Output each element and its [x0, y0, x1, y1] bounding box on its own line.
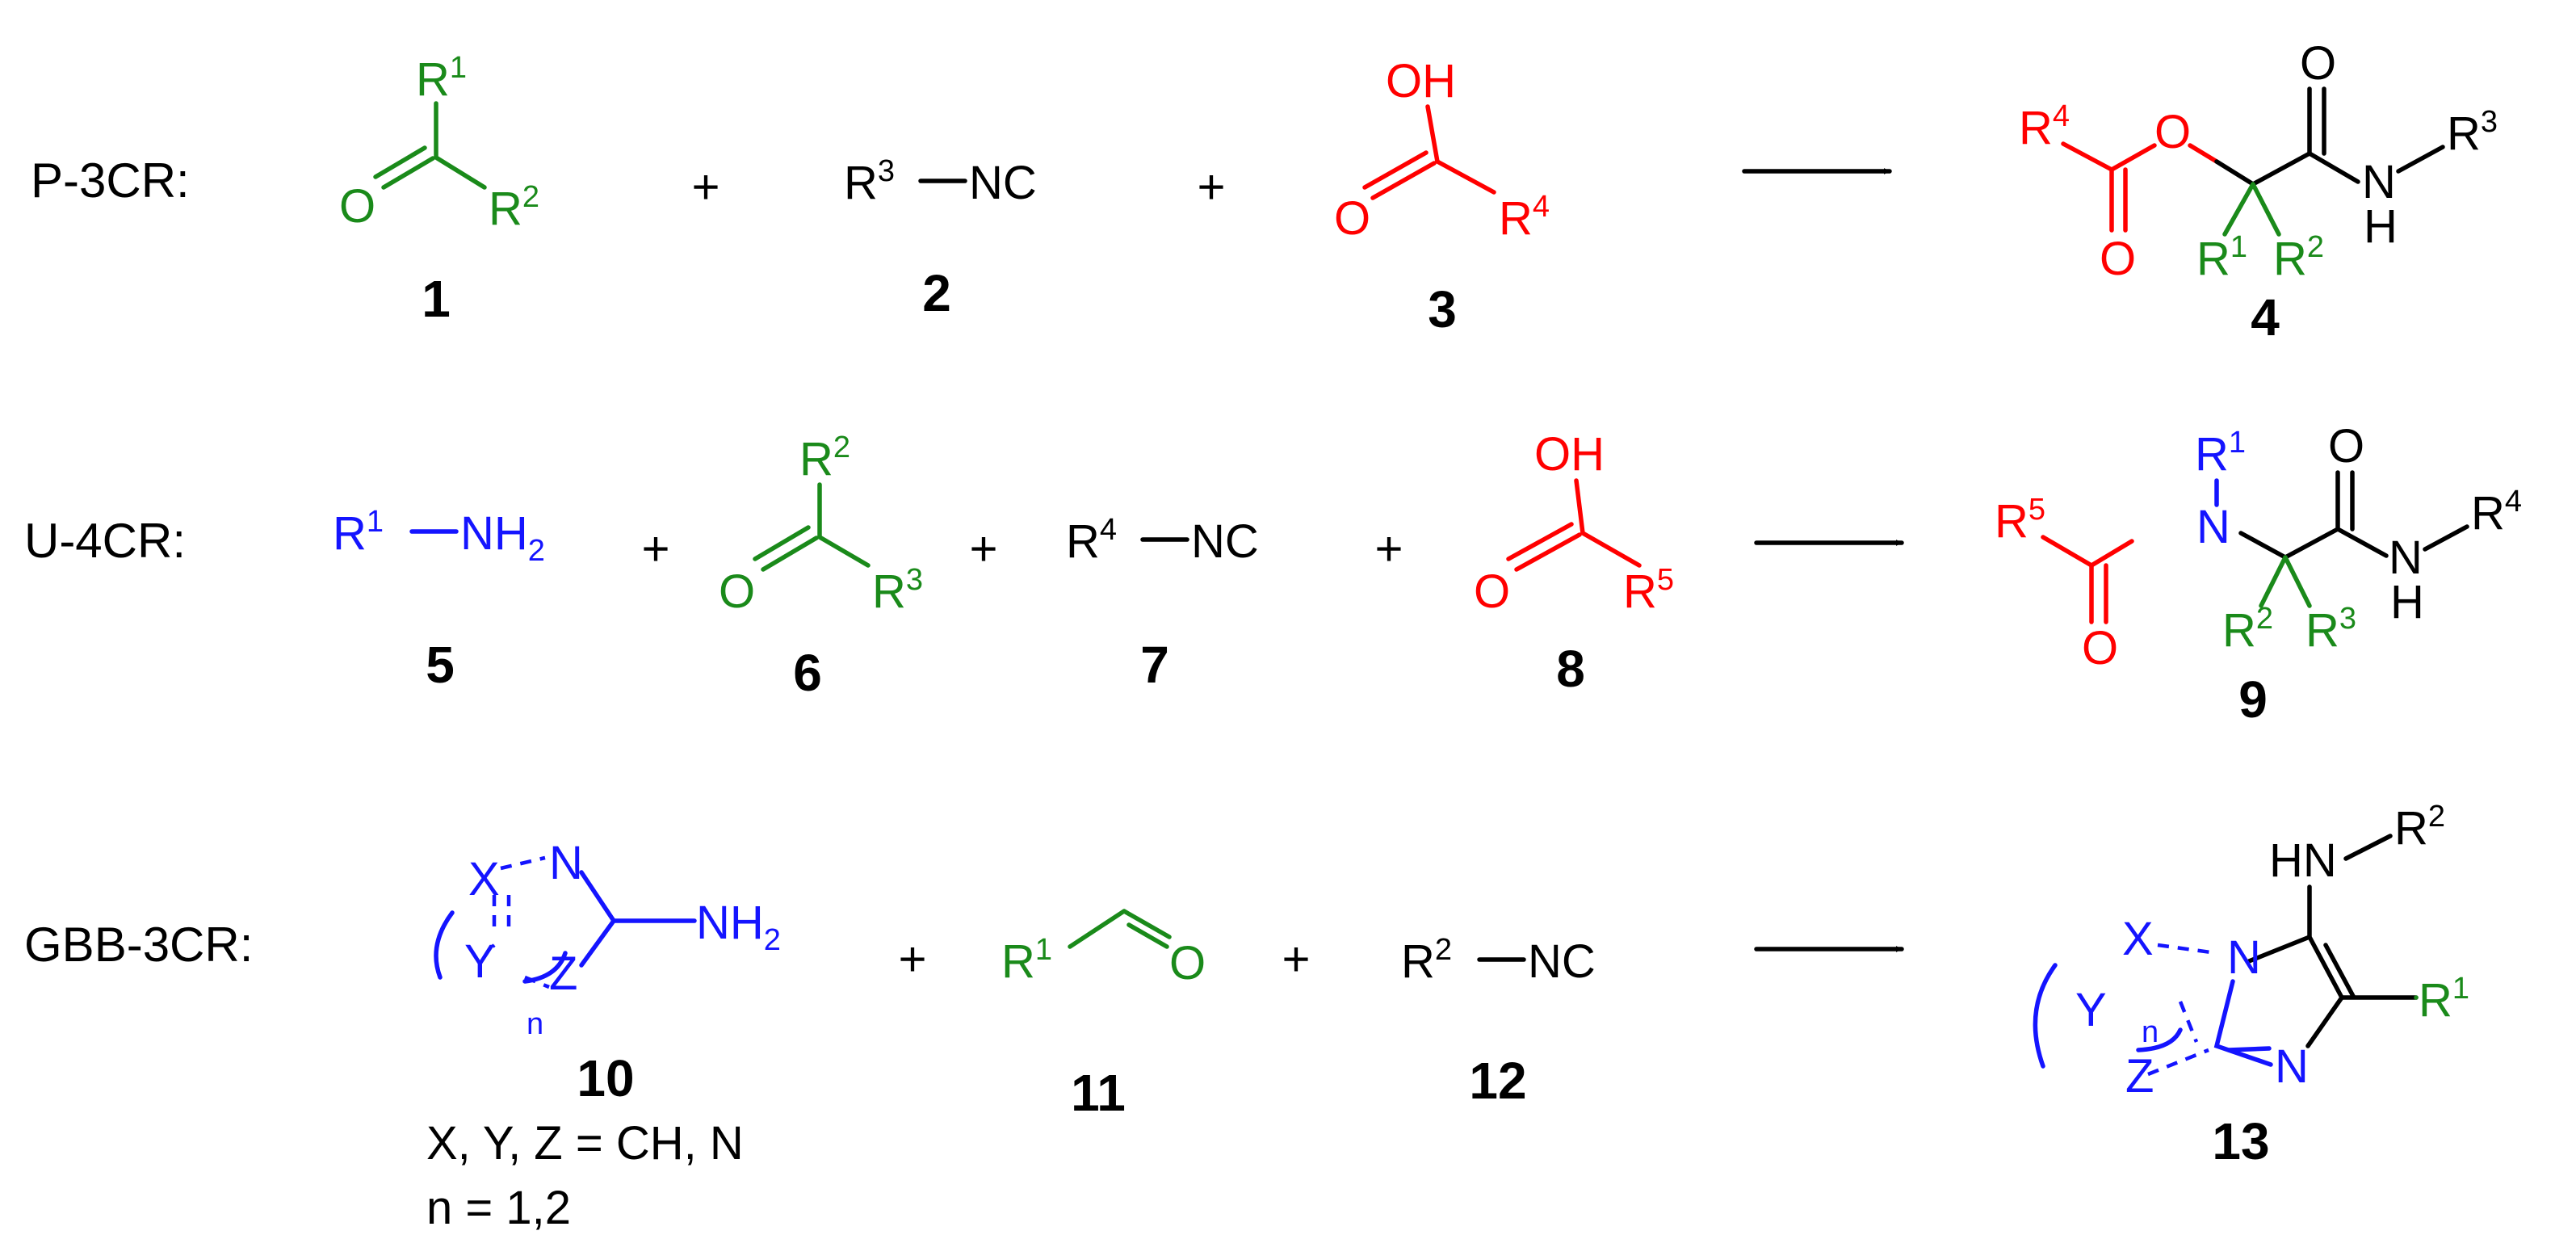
atom-r5: R5: [1995, 493, 2045, 548]
plus-sign: +: [691, 160, 720, 214]
atom-r4: R4: [2471, 485, 2522, 540]
compound-label-10: 10: [577, 1049, 634, 1107]
atom-y: Y: [2075, 984, 2107, 1036]
atom-n: N: [2196, 501, 2230, 553]
compound-label-4: 4: [2251, 288, 2280, 347]
atom-oxygen: O: [719, 565, 755, 618]
plus-sign: +: [969, 522, 997, 576]
ring-size-note: n = 1,2: [426, 1182, 571, 1234]
atom-r1: R1: [416, 51, 467, 106]
compound-label-6: 6: [793, 644, 822, 702]
compound-12: R2 NC: [1401, 933, 1596, 988]
atom-r1: R1: [2195, 426, 2246, 481]
atom-oxygen: O: [1169, 937, 1206, 989]
atom-n-ring: N: [2275, 1040, 2309, 1093]
compound-label-3: 3: [1428, 280, 1457, 338]
atom-r1: R1: [2196, 230, 2247, 285]
atom-r4: R4: [1499, 190, 1550, 245]
compound-label-11: 11: [1071, 1064, 1126, 1122]
atom-h: H: [2364, 200, 2398, 253]
compound-5: R1 NH2: [333, 505, 545, 568]
reaction-label-u4cr: U-4CR:: [24, 514, 186, 568]
atom-r1: R1: [333, 505, 384, 560]
compound-3: OH O R4: [1334, 55, 1550, 245]
compound-label-2: 2: [922, 264, 951, 322]
compound-label-5: 5: [426, 636, 455, 694]
atom-nc: NC: [1191, 515, 1259, 568]
atom-h: H: [2390, 576, 2424, 628]
atom-o-amide: O: [2300, 37, 2336, 90]
atom-r2: R2: [2394, 800, 2445, 855]
compound-label-8: 8: [1556, 640, 1585, 698]
plus-sign: +: [1374, 522, 1403, 576]
atom-n: N: [549, 837, 583, 889]
atom-z: Z: [2125, 1050, 2154, 1103]
plus-sign: +: [898, 932, 926, 986]
compound-label-13: 13: [2212, 1112, 2269, 1170]
compound-1: R1 O R2: [339, 51, 539, 235]
atom-r4: R4: [2019, 99, 2070, 154]
atom-nc: NC: [969, 157, 1037, 209]
compound-label-9: 9: [2238, 670, 2268, 729]
plus-sign: +: [1282, 932, 1310, 986]
atom-oxygen: O: [1474, 565, 1510, 618]
compound-7: R4 NC: [1066, 513, 1259, 568]
atom-oxygen: O: [1334, 192, 1370, 245]
atom-r2: R2: [2222, 602, 2273, 657]
plus-sign: +: [641, 522, 669, 576]
atom-hn: HN: [2269, 834, 2337, 887]
atom-oxygen: O: [339, 180, 375, 233]
compound-label-7: 7: [1140, 636, 1169, 694]
atom-nh2: NH2: [696, 897, 781, 957]
ring-size-n: n: [2142, 1015, 2159, 1049]
atom-n-bridge: N: [2227, 931, 2261, 984]
compound-6: R2 O R3: [719, 431, 923, 618]
compound-11: R1 O: [1001, 909, 1206, 989]
compound-4: R4 O O R1 R2 O N H R3: [2019, 37, 2498, 285]
atom-o-amide: O: [2328, 420, 2364, 473]
atom-r3: R3: [844, 154, 895, 209]
compound-9: R5 O R1 N R2 R3 O N H R4: [1995, 420, 2522, 674]
atom-r3: R3: [2447, 105, 2498, 160]
atom-r2: R2: [799, 431, 850, 485]
atom-n: N: [2389, 531, 2423, 584]
compound-2: R3 NC: [844, 154, 1037, 209]
atom-r5: R5: [1623, 563, 1674, 618]
atom-oh: OH: [1534, 428, 1605, 481]
plus-sign: +: [1197, 160, 1225, 214]
atom-r2: R2: [2273, 230, 2324, 285]
atom-o-ester: O: [2154, 106, 2191, 158]
atom-r1: R1: [2419, 972, 2469, 1027]
atom-y: Y: [464, 935, 496, 988]
compound-8: OH O R5: [1474, 428, 1674, 618]
row-u4cr: U-4CR: R1 NH2 5 + R2 O R3 6 + R4 NC 7 + …: [24, 420, 2522, 729]
atom-oh: OH: [1386, 55, 1456, 107]
compound-10: X N Y Z n NH2: [434, 837, 781, 1041]
row-p3cr: P-3CR: R1 O R2 1 + R3 NC 2 + OH O R4 3: [31, 37, 2498, 347]
compound-label-1: 1: [422, 270, 451, 328]
atom-x: X: [2122, 913, 2154, 965]
atom-nh2: NH2: [460, 507, 545, 568]
atom-r3: R3: [872, 563, 923, 618]
atom-n: N: [2362, 156, 2396, 208]
compound-label-12: 12: [1469, 1052, 1526, 1110]
atom-o-carbonyl: O: [2100, 233, 2136, 285]
atom-r1: R1: [1001, 933, 1052, 988]
atom-r3: R3: [2305, 602, 2356, 657]
row-gbb3cr: GBB-3CR: X N Y Z n NH2 10 X, Y, Z = CH, …: [24, 800, 2469, 1234]
ring-size-n: n: [527, 1007, 543, 1041]
compound-13: HN R2 R1 N N X Y n Z: [2033, 800, 2469, 1103]
atom-r2: R2: [1401, 933, 1452, 988]
substituent-note: X, Y, Z = CH, N: [426, 1117, 744, 1170]
atom-nc: NC: [1528, 935, 1596, 988]
atom-r2: R2: [489, 180, 539, 235]
atom-o-carbonyl: O: [2082, 622, 2118, 674]
reaction-label-gbb3cr: GBB-3CR:: [24, 918, 253, 972]
atom-r4: R4: [1066, 513, 1117, 568]
reaction-label-p3cr: P-3CR:: [31, 153, 190, 208]
